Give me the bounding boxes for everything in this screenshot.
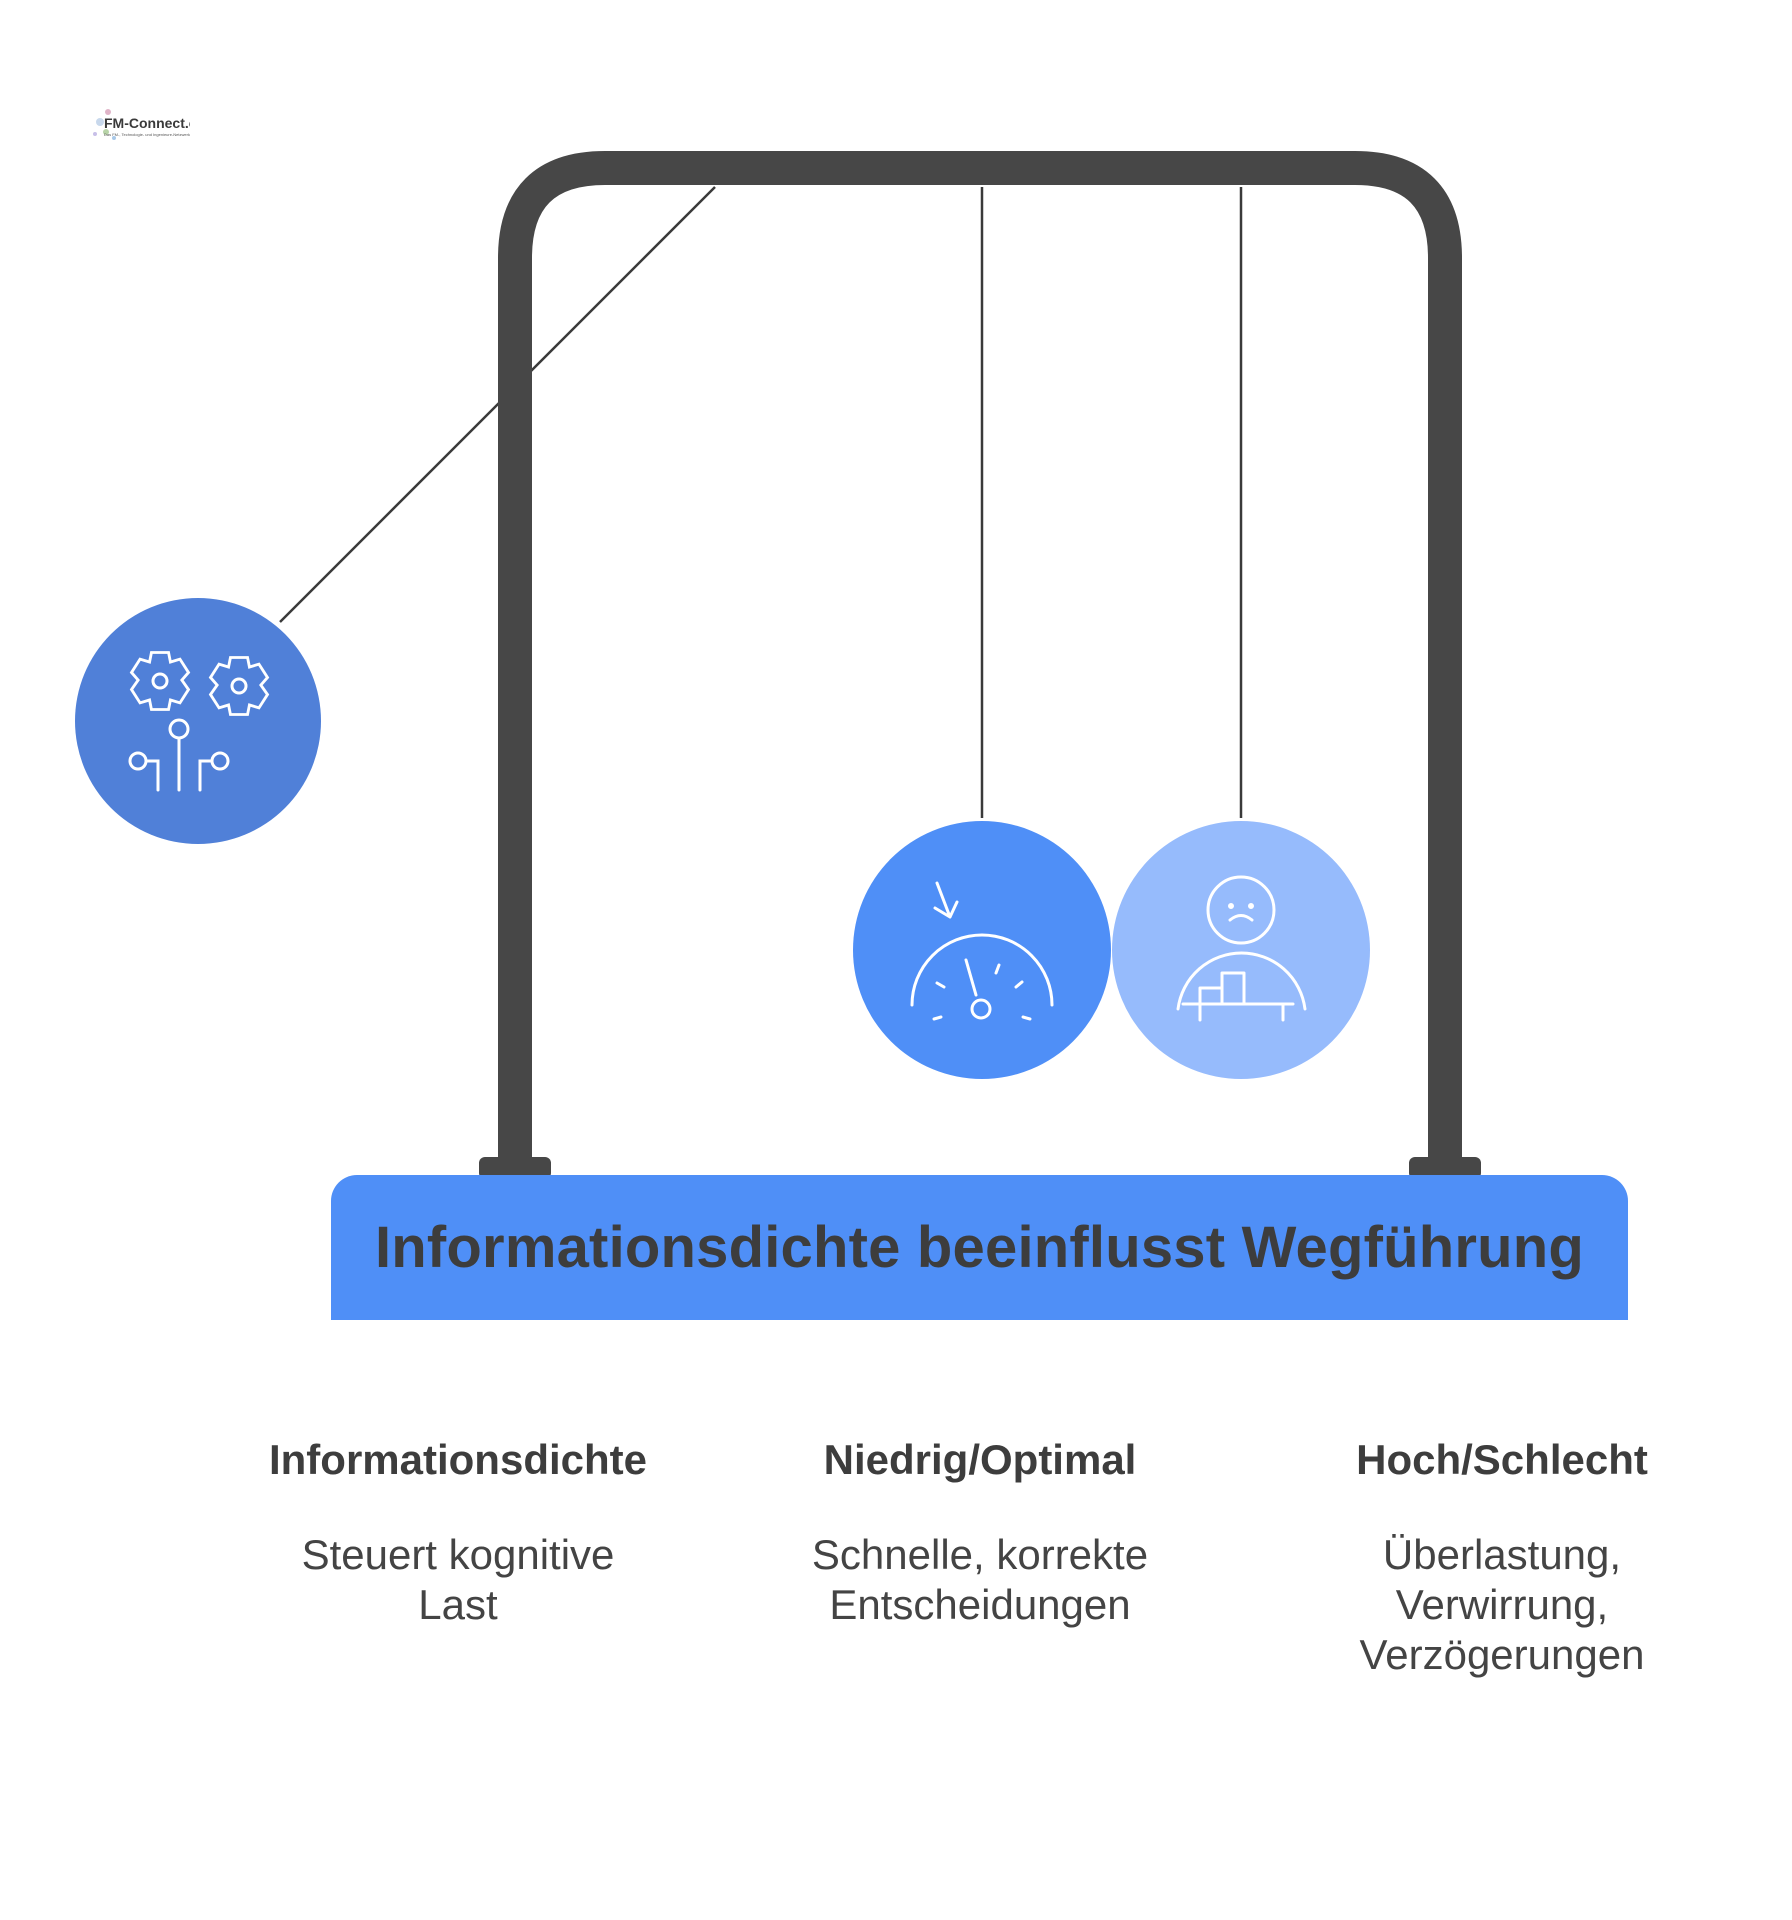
logo-text: FM-Connect.com — [104, 115, 190, 131]
cradle-frame — [498, 151, 1462, 1160]
cradle-base: Informationsdichte beeinflusst Wegführun… — [331, 1175, 1628, 1320]
column-niedrig-optimal: Niedrig/Optimal Schnelle, korrekte Entsc… — [740, 1430, 1220, 1630]
confused-person-icon — [1176, 875, 1307, 1022]
frame-foot-right — [1409, 1157, 1481, 1179]
speedometer-low-icon — [910, 881, 1054, 1021]
fm-connect-logo: FM-Connect.com Das FM-, Technologie- und… — [93, 109, 190, 140]
diagram-title: Informationsdichte beeinflusst Wegführun… — [374, 1215, 1585, 1280]
column-informationsdichte: Informationsdichte Steuert kognitive Las… — [218, 1430, 698, 1630]
column-hoch-schlecht: Hoch/Schlecht Überlastung, Verwirrung, V… — [1262, 1430, 1742, 1680]
column-heading: Informationsdichte — [268, 1436, 648, 1483]
ball-informationsdichte — [75, 598, 321, 844]
ball-hoch-schlecht — [1112, 821, 1370, 1079]
gears-circuit-icon — [128, 651, 270, 792]
column-heading: Hoch/Schlecht — [1356, 1436, 1648, 1483]
logo-tagline: Das FM-, Technologie- und Ingenieure-Net… — [104, 132, 190, 137]
column-description: Steuert kognitive Last — [301, 1531, 615, 1628]
column-heading: Niedrig/Optimal — [823, 1436, 1137, 1483]
left-ball-string — [279, 186, 716, 623]
column-description: Schnelle, korrekte Entscheidungen — [811, 1531, 1149, 1628]
frame-foot-left — [479, 1157, 551, 1179]
column-description: Überlastung, Verwirrung, Verzögerungen — [1359, 1531, 1645, 1678]
ball-niedrig-optimal — [853, 821, 1111, 1079]
